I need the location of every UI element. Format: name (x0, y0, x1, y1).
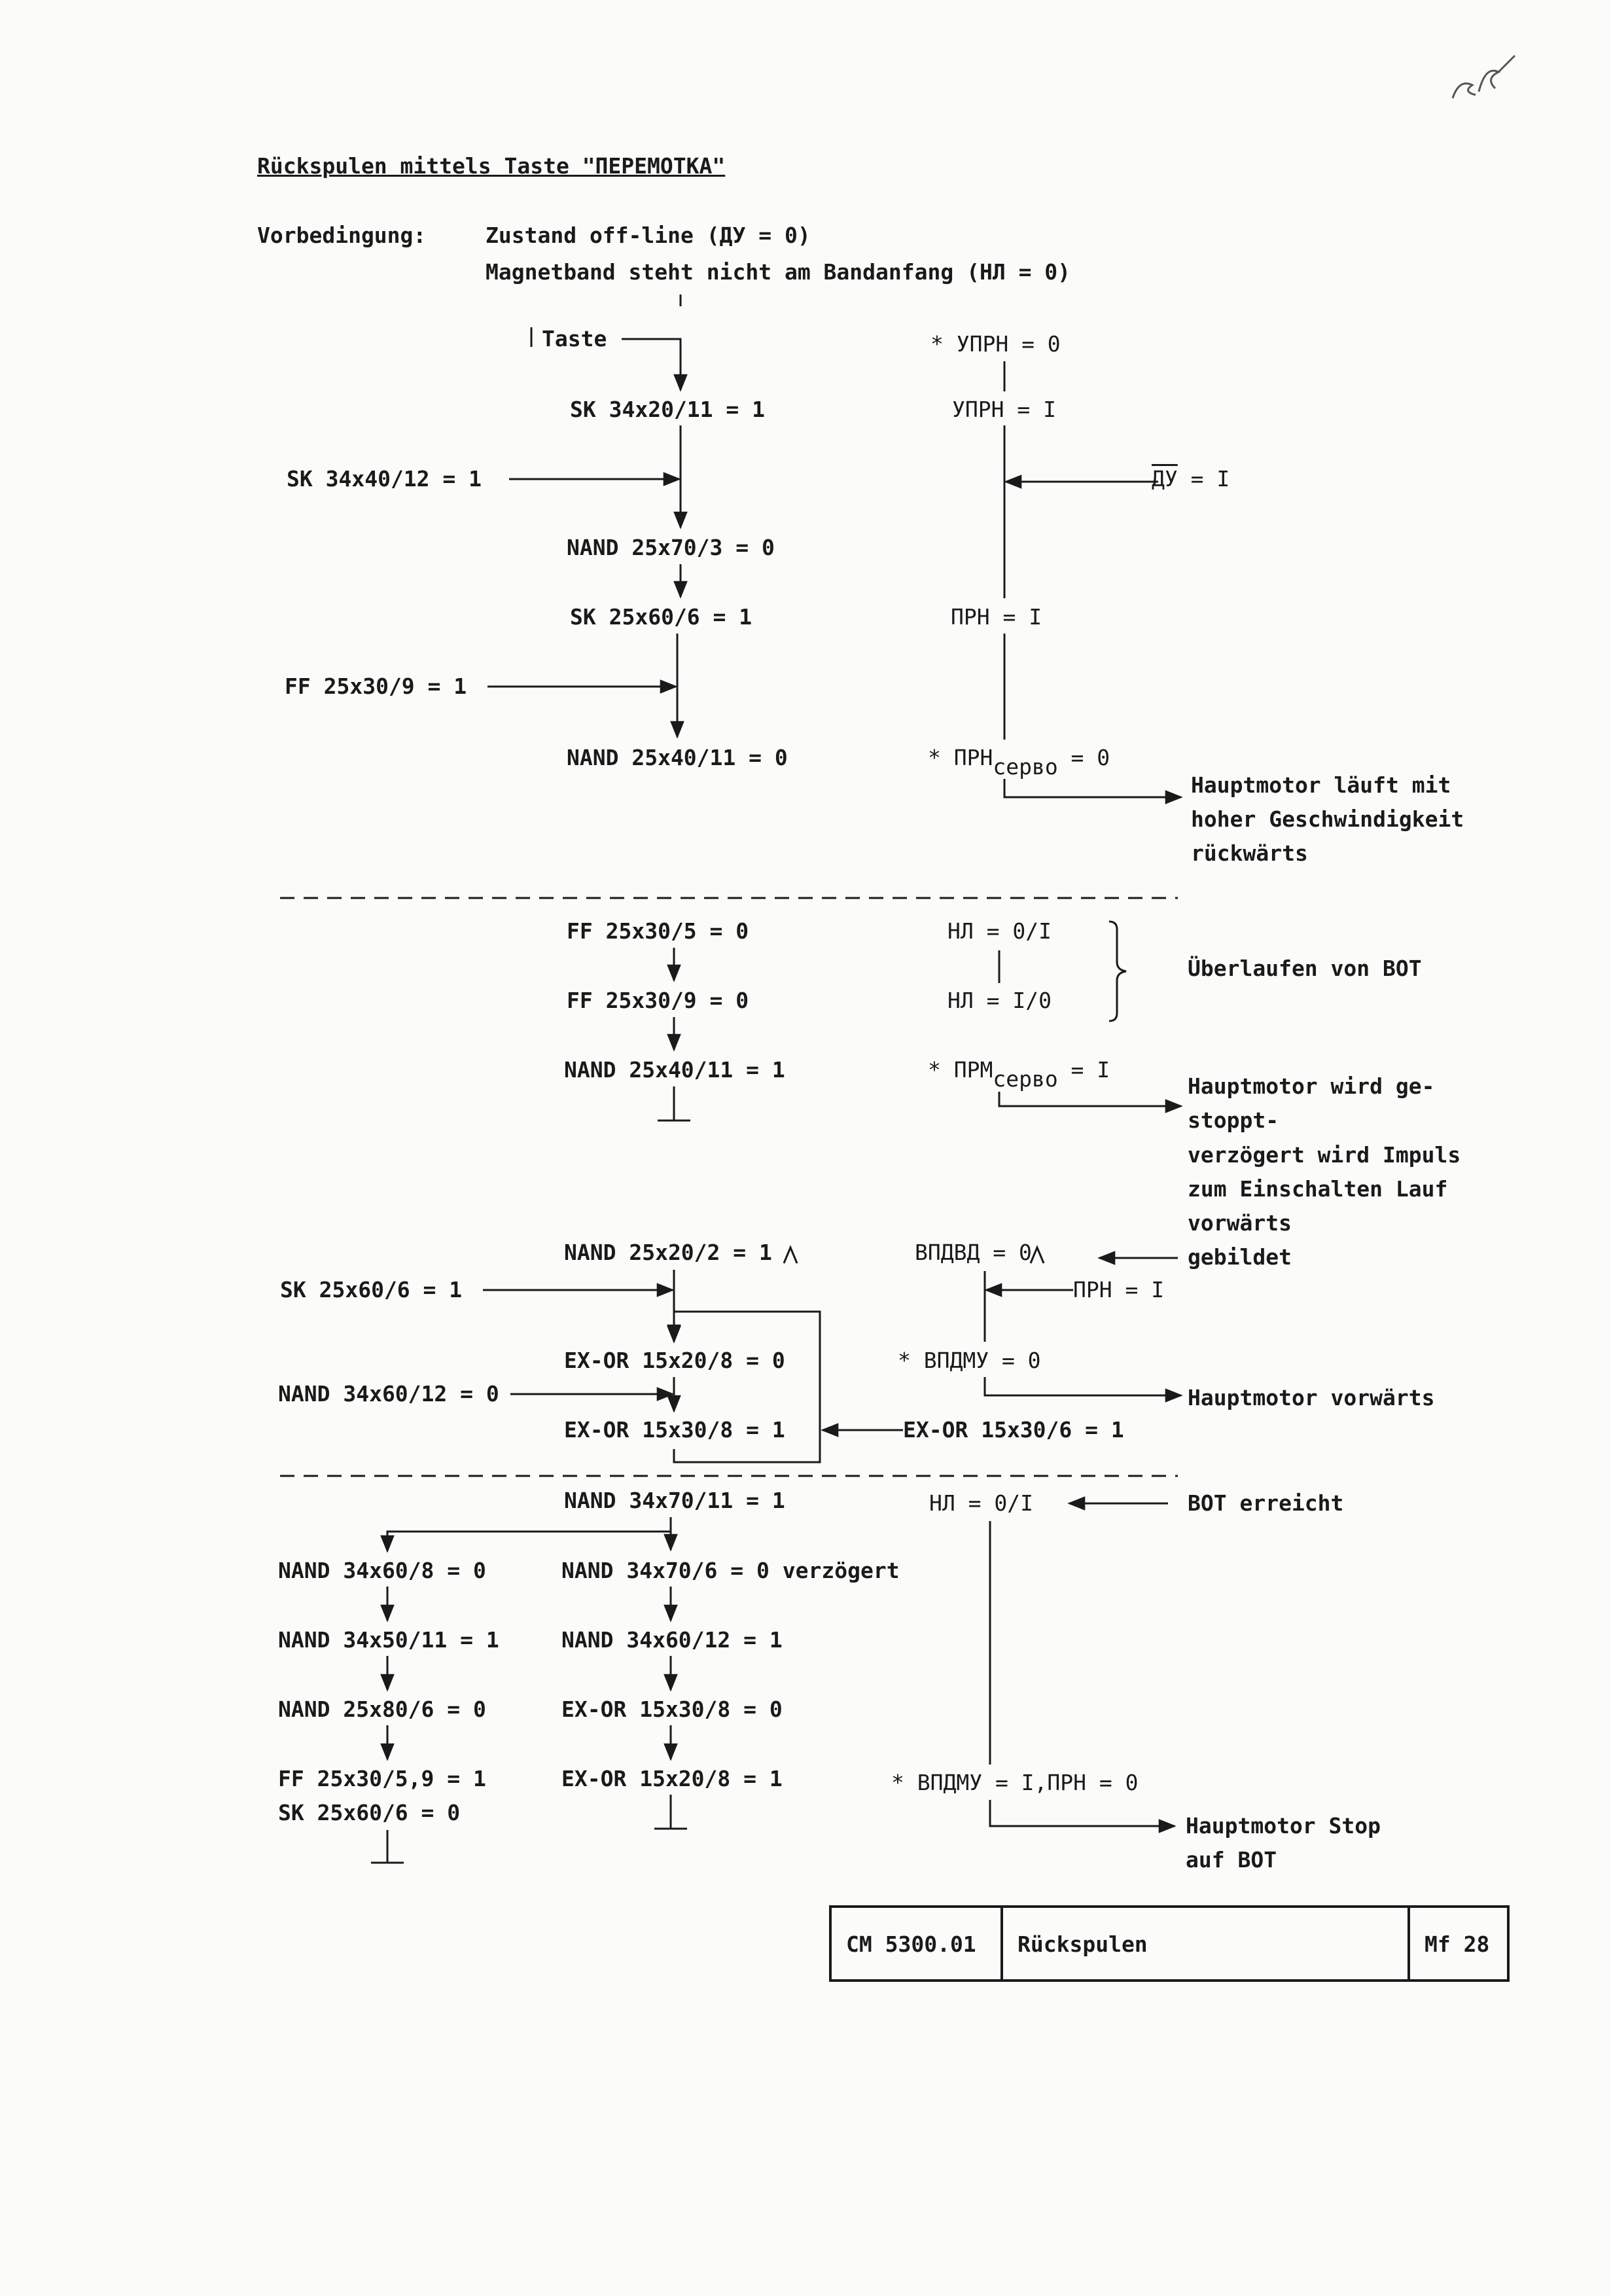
precondition-line-2: Magnetband steht nicht am Bandanfang (НЛ… (486, 259, 1071, 285)
handwritten-mark-icon (1451, 54, 1516, 99)
prn-servo-value: = 0 (1057, 745, 1110, 770)
nand-34x70-6: NAND 34x70/6 = 0 verzögert (561, 1558, 900, 1583)
footer-page: Mf 28 (1425, 1931, 1490, 1957)
nl-1-0: НЛ = I/0 (947, 988, 1052, 1013)
bot-reached: BOT erreicht (1188, 1490, 1344, 1516)
du-signal: ДУ = I (1152, 466, 1230, 492)
footer-code-cell: CM 5300.01 (832, 1908, 1003, 1979)
motor-stop-line-6: gebildet (1188, 1244, 1292, 1270)
motor-forward: Hauptmotor vorwärts (1188, 1385, 1435, 1410)
exor-15x30-6: EX-OR 15x30/6 = 1 (903, 1417, 1124, 1443)
prm-servo-sub: серво (993, 1066, 1058, 1092)
motor-stop-line-4: zum Einschalten Lauf (1188, 1176, 1448, 1202)
exor-15x30-8-b: EX-OR 15x30/8 = 0 (561, 1696, 783, 1722)
exor-15x20-8-b: EX-OR 15x20/8 = 1 (561, 1766, 783, 1791)
nand-34x60-12: NAND 34x60/12 = 0 (278, 1381, 499, 1407)
motor-back-line-3: rückwärts (1191, 840, 1308, 866)
ff-25x30-5: FF 25x30/5 = 0 (567, 918, 749, 944)
prn-servo-name: * ПРН (928, 745, 993, 770)
overrun-bot: Überlaufen von BOT (1188, 956, 1422, 981)
exor-15x20-8: EX-OR 15x20/8 = 0 (564, 1348, 785, 1373)
prm-servo-name: * ПРМ (928, 1057, 993, 1083)
sk-25x60-6-b: SK 25x60/6 = 1 (280, 1277, 463, 1302)
motor-stop-line-3: verzögert wird Impuls (1188, 1142, 1461, 1168)
footer-code: CM 5300.01 (846, 1931, 976, 1957)
nl-0-1: НЛ = 0/I (947, 918, 1052, 944)
vpdmu-0: * ВПДМУ = 0 (898, 1348, 1041, 1373)
prn-servo-sub: серво (993, 754, 1058, 780)
nand-25x40-11-b: NAND 25x40/11 = 1 (564, 1057, 785, 1083)
motor-back-line-1: Hauptmotor läuft mit (1191, 772, 1451, 798)
pulse-icon-b (1029, 1245, 1045, 1264)
precondition-line-1: Zustand off-line (ДУ = 0) (486, 223, 811, 248)
motor-stop-line-2: stoppt- (1188, 1107, 1279, 1133)
pulse-icon (783, 1245, 798, 1264)
nand-34x70-11: NAND 34x70/11 = 1 (564, 1488, 785, 1513)
footer-name-cell: Rückspulen (1003, 1908, 1410, 1979)
du-name: ДУ (1152, 466, 1178, 492)
prm-servo-value: = I (1057, 1057, 1110, 1083)
ff-25x30-9-b: FF 25x30/9 = 0 (567, 988, 749, 1013)
taste-label: Taste (542, 326, 607, 351)
sk-25x60-6: SK 25x60/6 = 1 (570, 604, 752, 630)
nand-25x20-2: NAND 25x20/2 = 1 (564, 1240, 772, 1265)
motor-stop-bot-1: Hauptmotor Stop (1186, 1813, 1381, 1839)
vpdvd: ВПДВД = 0 (915, 1240, 1032, 1265)
nand-25x70-3: NAND 25x70/3 = 0 (567, 535, 775, 560)
prn-servo: * ПРНсерво = 0 (928, 745, 1110, 780)
du-value: = I (1177, 466, 1230, 492)
nand-34x50-11: NAND 34x50/11 = 1 (278, 1627, 499, 1653)
sk-34x40-12: SK 34x40/12 = 1 (287, 466, 482, 492)
uprn-0: * УПРН = 0 (930, 331, 1061, 357)
precondition-label: Vorbedingung: (257, 223, 427, 248)
ff-25x30-5-9: FF 25x30/5,9 = 1 (278, 1766, 486, 1791)
nand-34x60-12-b: NAND 34x60/12 = 1 (561, 1627, 783, 1653)
prn-1: ПРН = I (951, 604, 1042, 630)
motor-stop-line-5: vorwärts (1188, 1210, 1292, 1236)
page-title: Rückspulen mittels Taste "ПЕРЕМОТКА" (257, 153, 726, 179)
exor-15x30-8: EX-OR 15x30/8 = 1 (564, 1417, 785, 1443)
prm-servo: * ПРМсерво = I (928, 1057, 1110, 1092)
nand-25x40-11: NAND 25x40/11 = 0 (567, 745, 788, 770)
uprn-1: УПРН = I (952, 397, 1056, 422)
nand-25x80-6: NAND 25x80/6 = 0 (278, 1696, 486, 1722)
sk-25x60-6-c: SK 25x60/6 = 0 (278, 1800, 461, 1825)
motor-stop-line-1: Hauptmotor wird ge- (1188, 1073, 1435, 1099)
motor-back-line-2: hoher Geschwindigkeit (1191, 806, 1464, 832)
footer-box: CM 5300.01 Rückspulen Mf 28 (829, 1905, 1510, 1982)
ff-25x30-9: FF 25x30/9 = 1 (285, 673, 467, 699)
prn-i: ПРН = I (1073, 1277, 1165, 1302)
sk-34x20-11: SK 34x20/11 = 1 (570, 397, 766, 422)
nl-0-1-b: НЛ = 0/I (929, 1490, 1033, 1516)
motor-stop-bot-2: auf BOT (1186, 1847, 1277, 1873)
nand-34x60-8: NAND 34x60/8 = 0 (278, 1558, 486, 1583)
vpdmu-1-prn-0: * ВПДМУ = I,ПРН = 0 (891, 1770, 1139, 1795)
footer-name: Rückspulen (1018, 1931, 1148, 1957)
footer-page-cell: Mf 28 (1410, 1908, 1507, 1979)
